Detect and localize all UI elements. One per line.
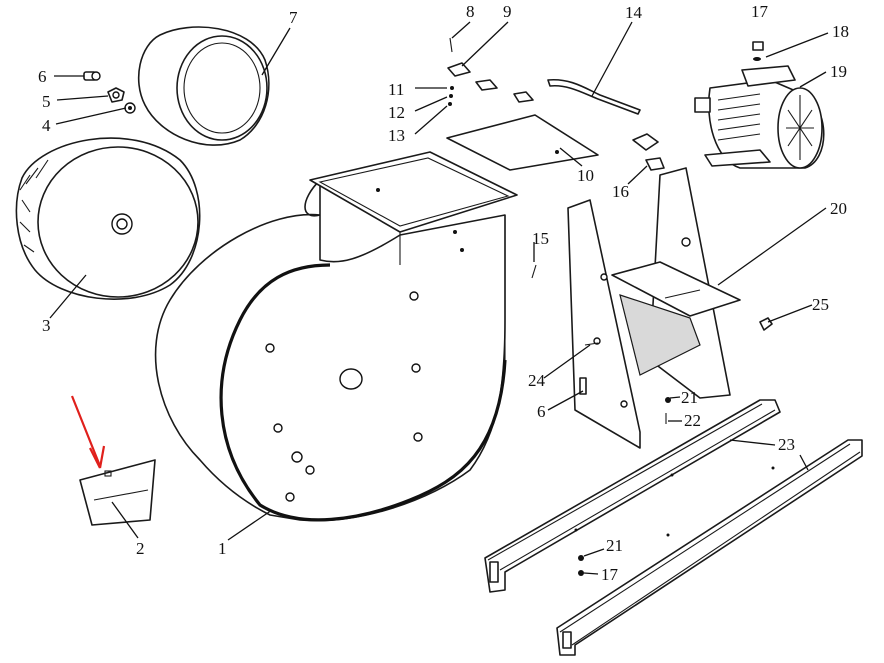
label-part-8: 8 xyxy=(466,2,475,21)
motor-part xyxy=(694,65,825,169)
label-part-22: 22 xyxy=(684,411,701,430)
small-fasteners xyxy=(447,37,534,106)
label-part-13: 13 xyxy=(388,126,405,145)
label-part-21b: 21 xyxy=(606,536,623,555)
label-part-20: 20 xyxy=(830,199,847,218)
label-part-23: 23 xyxy=(778,435,795,454)
label-part-10: 10 xyxy=(577,166,594,185)
label-part-2: 2 xyxy=(136,539,145,558)
label-part-14: 14 xyxy=(625,3,643,22)
label-part-25: 25 xyxy=(812,295,829,314)
leader-lines xyxy=(49,21,829,575)
label-part-6b: 6 xyxy=(537,402,546,421)
label-part-1: 1 xyxy=(218,539,227,558)
label-part-24: 24 xyxy=(528,371,546,390)
pointer-arrow xyxy=(70,395,106,469)
label-part-19: 19 xyxy=(830,62,847,81)
label-part-12: 12 xyxy=(388,103,405,122)
label-part-6a: 6 xyxy=(38,67,47,86)
label-part-16: 16 xyxy=(612,182,629,201)
motor-stand-part xyxy=(567,167,741,449)
label-part-21a: 21 xyxy=(681,388,698,407)
clamp-part xyxy=(632,133,665,171)
impeller-wheel-part xyxy=(15,137,201,300)
label-part-5: 5 xyxy=(42,92,51,111)
fan-housing-part xyxy=(154,151,518,522)
inlet-cone-part xyxy=(137,26,270,146)
nut-part xyxy=(759,317,773,331)
base-rail-part xyxy=(484,399,863,656)
part-number-labels: 1 2 3 4 5 6 6 7 8 9 10 11 12 13 14 15 16… xyxy=(38,2,849,584)
stand-bolts xyxy=(579,342,671,424)
label-part-4: 4 xyxy=(42,116,51,135)
top-plate-part xyxy=(446,114,599,171)
label-part-18: 18 xyxy=(832,22,849,41)
motor-fasteners xyxy=(752,41,764,61)
label-part-3: 3 xyxy=(42,316,51,335)
label-part-7: 7 xyxy=(289,8,298,27)
label-part-15: 15 xyxy=(532,229,549,248)
label-part-17b: 17 xyxy=(601,565,619,584)
label-part-9: 9 xyxy=(503,2,512,21)
label-part-17a: 17 xyxy=(751,2,769,21)
hub-hardware-parts xyxy=(83,71,136,114)
cover-plate-part xyxy=(79,459,156,526)
pin-part xyxy=(531,264,537,279)
label-part-11: 11 xyxy=(388,80,404,99)
rod-part xyxy=(547,78,641,115)
